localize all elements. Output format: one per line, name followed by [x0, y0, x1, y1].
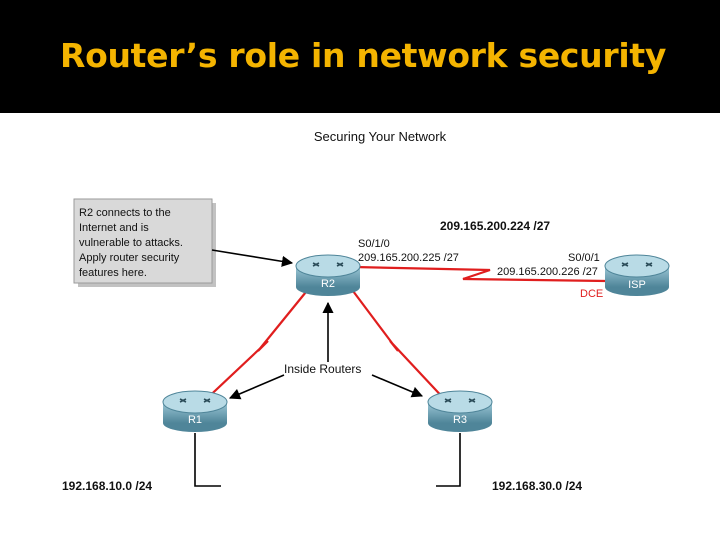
arrow-inside-to-r3	[371, 374, 424, 398]
lan-r3-label: 192.168.30.0 /24	[492, 479, 582, 493]
router-r3-icon: R3	[427, 390, 493, 432]
wan-network-label: 209.165.200.224 /27	[440, 219, 550, 233]
link-r2-r1	[199, 286, 311, 406]
diagram-area: Securing Your Network R2 connects to the…	[0, 113, 720, 540]
network-diagram: Securing Your Network R2 connects to the…	[62, 129, 670, 493]
router-label: ISP	[628, 279, 646, 291]
diagram-heading: Securing Your Network	[314, 129, 447, 144]
router-label: R1	[188, 414, 202, 426]
isp-address-label: 209.165.200.226 /27	[497, 266, 598, 278]
callout-line: features here.	[79, 267, 147, 279]
title-bar: Router’s role in network security	[0, 0, 720, 113]
lan-line-r1	[194, 433, 221, 487]
inside-routers-label: Inside Routers	[284, 362, 361, 376]
r2-address-label: 209.165.200.225 /27	[358, 252, 459, 264]
r2-interface-label: S0/1/0	[358, 238, 390, 250]
router-r1-icon: R1	[162, 390, 228, 432]
callout-line: R2 connects to the	[79, 207, 171, 219]
isp-interface-label: S0/0/1	[568, 252, 600, 264]
callout-arrow	[211, 249, 294, 267]
lan-r1-label: 192.168.10.0 /24	[62, 479, 152, 493]
arrow-inside-to-r1	[228, 374, 285, 400]
router-r2-icon: R2	[295, 254, 361, 296]
callout-line: Internet and is	[79, 222, 149, 234]
router-isp-icon: ISP	[604, 254, 670, 296]
router-label: R3	[453, 414, 467, 426]
dce-label: DCE	[580, 288, 603, 300]
serial-links	[199, 265, 607, 406]
lan-lines	[194, 433, 461, 487]
router-label: R2	[321, 278, 335, 290]
callout-box: R2 connects to the Internet and is vulne…	[73, 198, 216, 287]
link-r2-r3	[349, 286, 449, 404]
callout-line: Apply router security	[79, 252, 180, 264]
lan-line-r3	[436, 433, 461, 487]
callout-line: vulnerable to attacks.	[79, 237, 183, 249]
link-r2-isp	[353, 265, 607, 283]
slide-title: Router’s role in network security	[60, 36, 667, 75]
